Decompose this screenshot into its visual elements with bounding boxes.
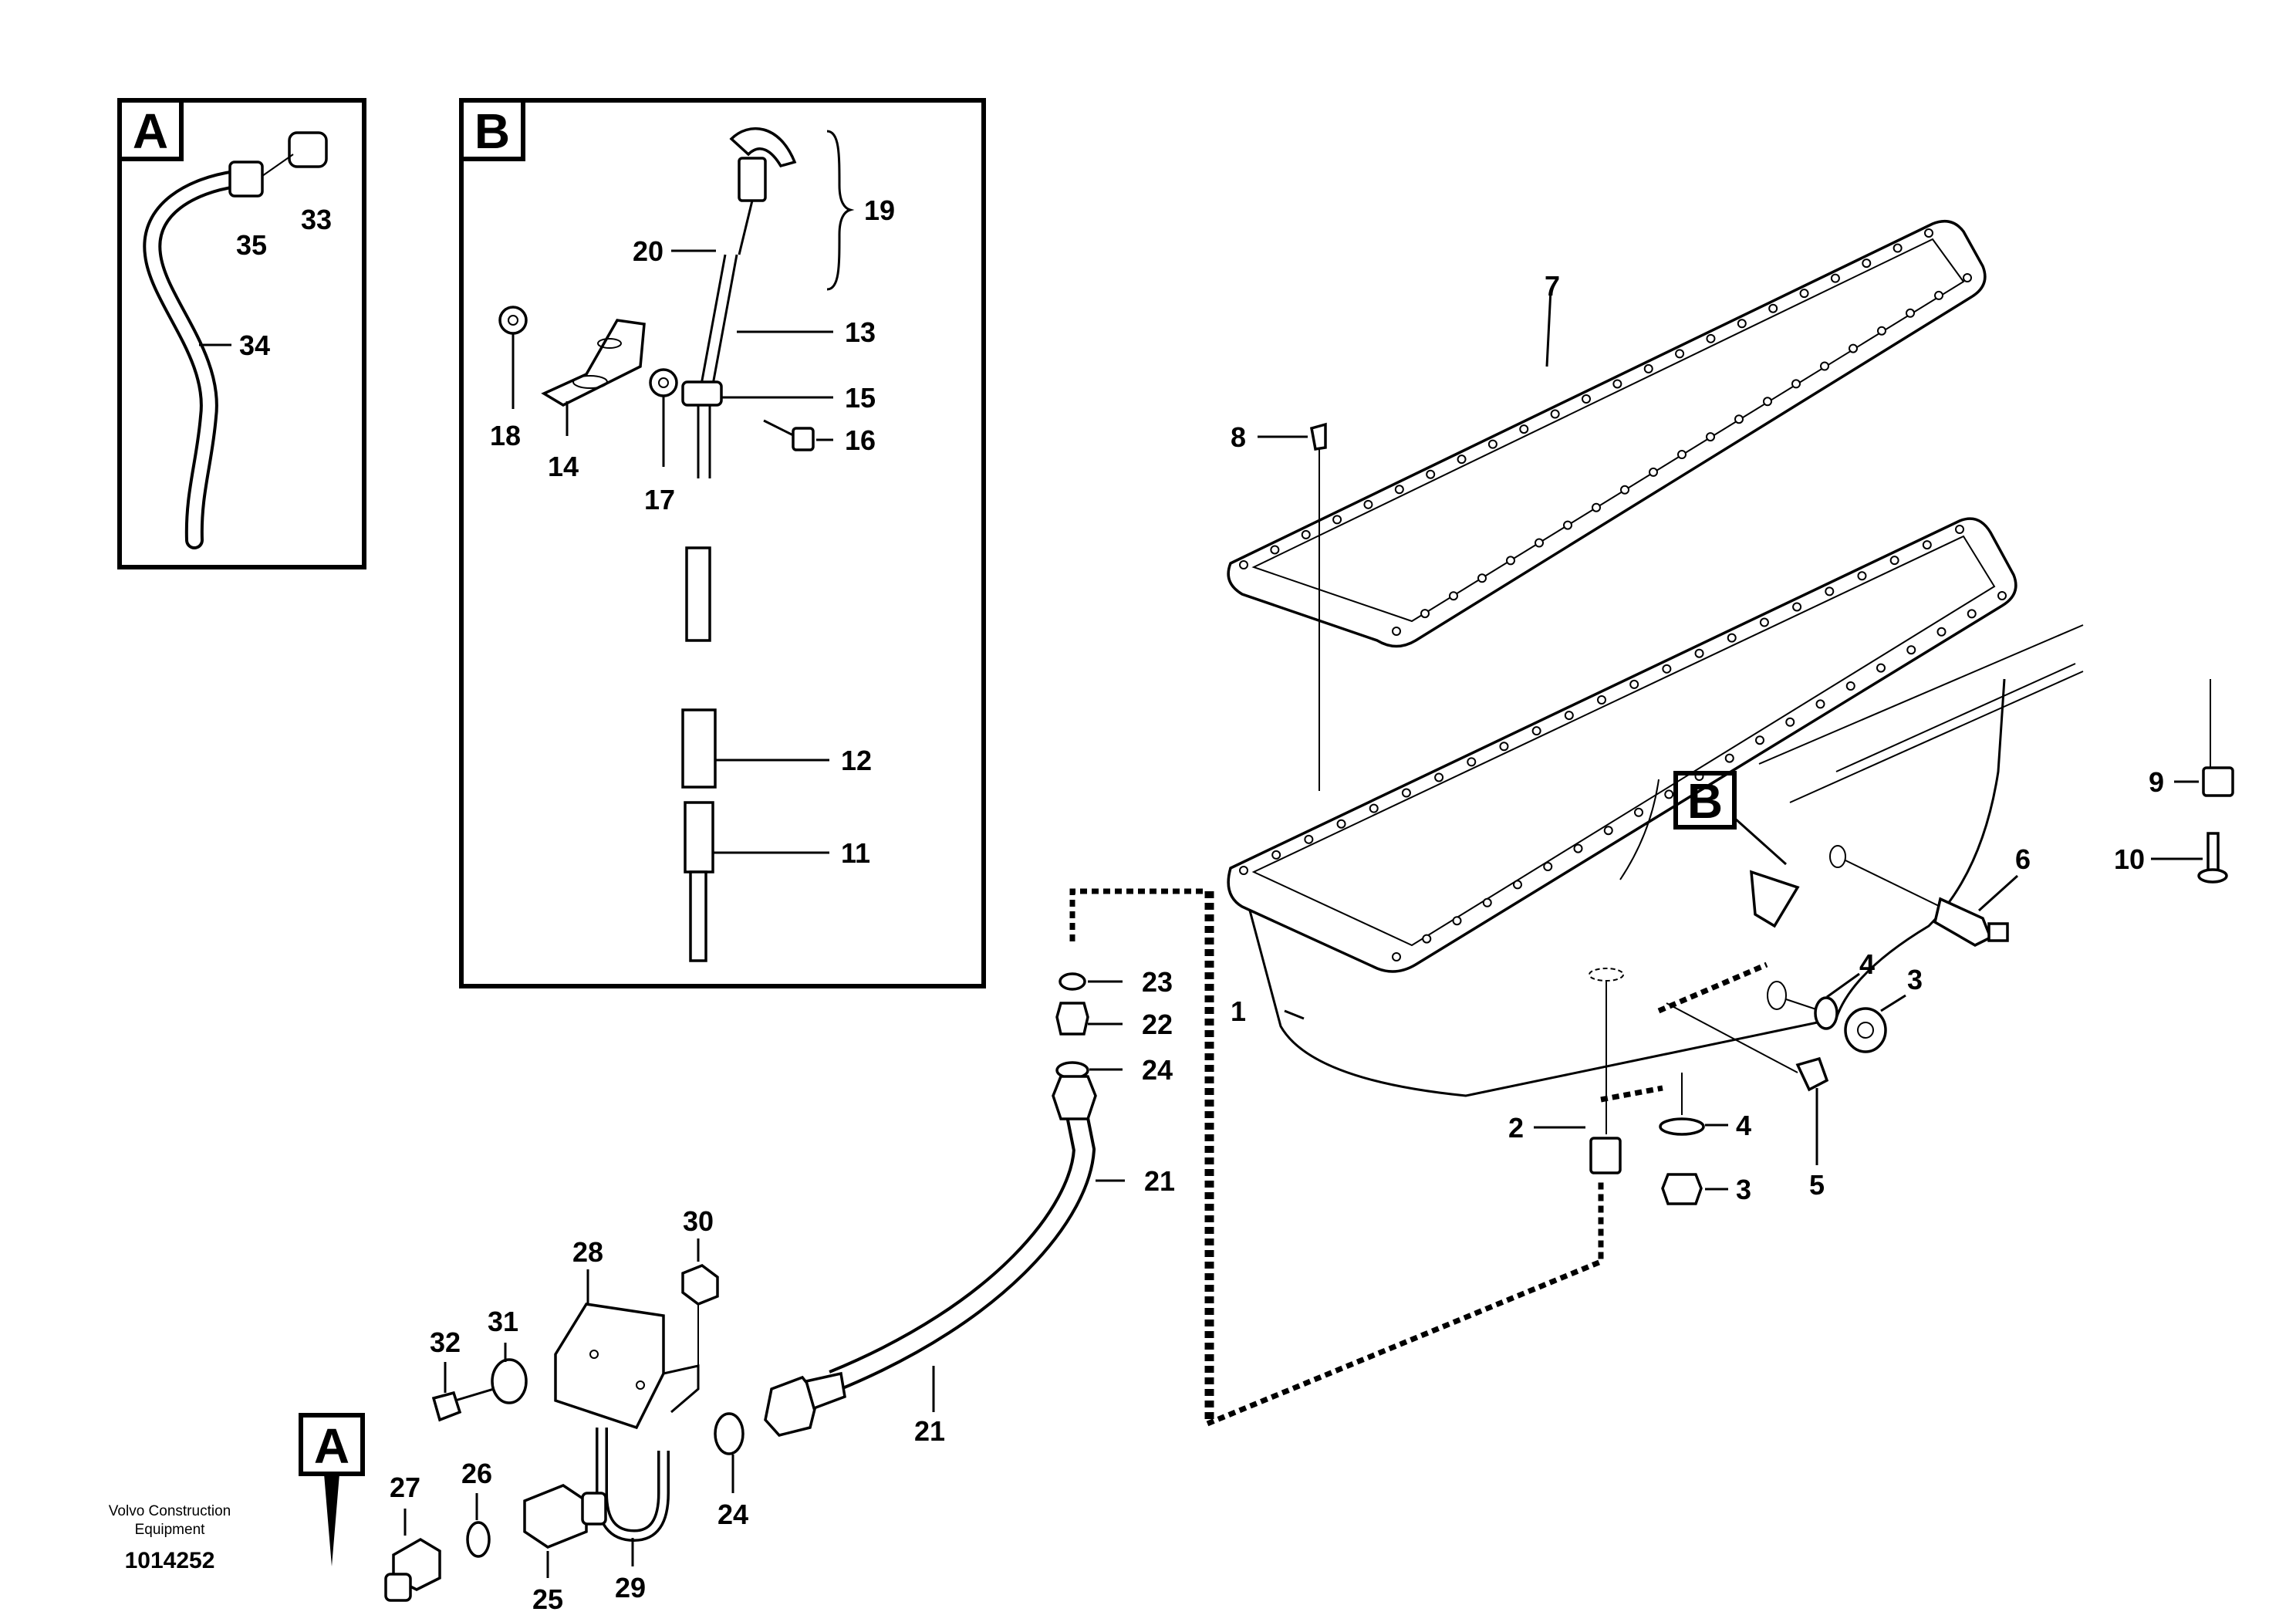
u-bolt-29 — [596, 1428, 670, 1543]
hose-21-nut-top — [1052, 1075, 1097, 1120]
label-17: 17 — [644, 484, 675, 515]
label-22: 22 — [1142, 1009, 1173, 1040]
callout-b-box — [1673, 771, 1737, 830]
company-name-line2: Equipment — [135, 1522, 206, 1538]
dipstick-handle — [729, 127, 797, 168]
washer-23 — [1059, 972, 1086, 991]
tube-11 — [684, 801, 714, 874]
inset-b-frame — [459, 98, 986, 988]
callout-a-arrow — [324, 1474, 339, 1566]
bolt-32 — [431, 1391, 462, 1422]
bracket-14 — [541, 319, 646, 407]
callout-b-letter: B — [1687, 773, 1723, 829]
footer: Volvo Construction Equipment 1014252 — [109, 1503, 231, 1573]
label-2: 2 — [1508, 1112, 1524, 1144]
brace-19 — [826, 130, 855, 291]
label-25: 25 — [532, 1583, 563, 1615]
label-34: 34 — [239, 329, 270, 361]
nut-3-lower — [1661, 1173, 1703, 1205]
label-11: 11 — [841, 837, 870, 869]
label-12: 12 — [841, 745, 872, 776]
callout-a-letter: A — [314, 1418, 349, 1474]
sensor-6 — [1933, 897, 1993, 947]
nut-30 — [681, 1264, 719, 1306]
label-15: 15 — [845, 382, 876, 414]
oil-pan-1 — [1227, 517, 2017, 973]
washer-17 — [649, 368, 678, 397]
label-21-upper: 21 — [1144, 1165, 1175, 1197]
label-30: 30 — [683, 1205, 714, 1237]
o-ring-24-lower — [714, 1412, 745, 1455]
inset-b-letter: B — [474, 103, 510, 159]
dashed-connectors — [1069, 888, 1768, 1428]
washer-18 — [498, 306, 528, 335]
inset-a-letter: A — [133, 103, 168, 159]
label-5: 5 — [1809, 1169, 1825, 1201]
label-33: 33 — [301, 204, 332, 235]
label-10: 10 — [2114, 843, 2145, 875]
label-29: 29 — [615, 1572, 646, 1603]
label-4-lower: 4 — [1736, 1110, 1751, 1141]
o-ring-26 — [466, 1521, 491, 1558]
bracket-28 — [554, 1303, 665, 1430]
label-23: 23 — [1142, 966, 1173, 998]
label-14: 14 — [548, 451, 579, 482]
label-16: 16 — [845, 424, 876, 456]
label-19: 19 — [864, 194, 895, 226]
label-3-upper: 3 — [1907, 964, 1923, 995]
drain-line-components: 23 22 24 21 21 24 28 30 — [299, 966, 1175, 1615]
label-1: 1 — [1231, 995, 1246, 1027]
label-18: 18 — [490, 420, 521, 451]
hose-21-nut-bottom — [764, 1375, 819, 1437]
label-27: 27 — [390, 1472, 420, 1503]
inset-a-frame — [117, 98, 366, 569]
adapter-22 — [1055, 1002, 1089, 1036]
dowel-8 — [1309, 422, 1327, 451]
clamp-35 — [228, 161, 264, 198]
spacer-31 — [491, 1358, 528, 1404]
gasket-7 — [1227, 219, 1987, 648]
washer-4-lower — [1659, 1117, 1705, 1136]
label-24-upper: 24 — [1142, 1054, 1173, 1086]
screw-16 — [792, 427, 815, 451]
label-6: 6 — [2015, 843, 2031, 875]
nut-9 — [2202, 766, 2234, 797]
label-24-lower: 24 — [718, 1499, 748, 1530]
label-8: 8 — [1231, 421, 1246, 453]
inset-b: B 19 20 13 15 16 — [459, 98, 986, 988]
label-31: 31 — [488, 1306, 518, 1337]
drawing-number: 1014252 — [125, 1548, 215, 1573]
label-3-lower: 3 — [1736, 1174, 1751, 1205]
oil-pan-assembly: B 8 7 9 10 6 4 3 — [1227, 219, 2234, 1205]
gasket-holes — [1239, 228, 2007, 961]
label-13: 13 — [845, 316, 876, 348]
plug-3-upper — [1844, 1007, 1887, 1053]
drain-valve-2 — [1589, 1137, 1622, 1174]
washer-4-upper — [1814, 996, 1838, 1030]
plug-5 — [1795, 1056, 1829, 1092]
label-26: 26 — [461, 1458, 492, 1489]
label-28: 28 — [572, 1236, 603, 1268]
label-7: 7 — [1545, 270, 1560, 302]
label-35: 35 — [236, 229, 267, 261]
coupling-25 — [523, 1484, 588, 1549]
inset-b-letter-box — [459, 98, 525, 161]
label-9: 9 — [2149, 766, 2164, 798]
company-name: Volvo Construction — [109, 1503, 231, 1519]
label-4-upper: 4 — [1859, 948, 1875, 980]
bolt-10 — [2207, 832, 2220, 874]
tube-12 — [681, 708, 717, 789]
label-21-lower: 21 — [914, 1415, 945, 1447]
inset-a: A 33 35 34 — [117, 98, 366, 569]
inset-a-letter-box — [117, 98, 184, 161]
clamp-15 — [681, 380, 723, 407]
fitting-33 — [288, 131, 328, 168]
label-20: 20 — [633, 235, 663, 267]
label-32: 32 — [430, 1326, 461, 1358]
